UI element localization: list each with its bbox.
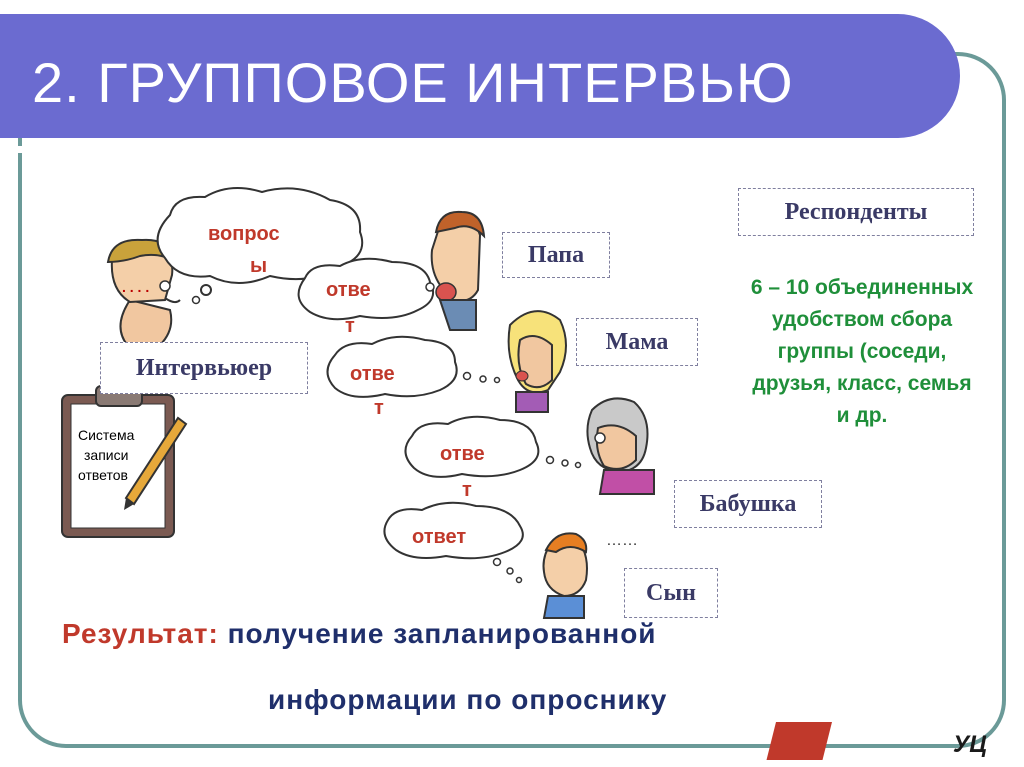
interviewer-figure: . . . . — [106, 238, 181, 380]
answer-bubble-babushka: отве т — [404, 415, 582, 501]
title-underline — [0, 146, 906, 153]
mama-figure — [507, 310, 567, 413]
answer2-line1: отве — [350, 363, 395, 385]
answer3-line2: т — [462, 479, 472, 501]
answer2-line2: т — [374, 397, 384, 419]
respondent-syn-label: Сын — [624, 568, 718, 618]
description-line3: группы (соседи, — [777, 340, 947, 363]
result-line1: Результат: получение запланированной — [62, 618, 657, 650]
answer-bubble-mama: отве т — [326, 335, 501, 419]
interviewer-label: Интервьюер — [100, 342, 308, 394]
result-text-line2: информации по опроснику — [268, 684, 668, 715]
babushka-figure — [586, 397, 655, 495]
description-line2: удобством сбора — [771, 308, 953, 331]
logo: УЦ — [766, 722, 987, 760]
answer1-line2: т — [345, 315, 355, 337]
question-word-line1: вопрос — [208, 223, 280, 245]
svg-text:УЦ: УЦ — [953, 731, 987, 758]
clipboard: Система записи ответов — [61, 385, 188, 538]
slide-title: 2. ГРУППОВОЕ ИНТЕРВЬЮ — [32, 51, 794, 114]
description-line1: 6 – 10 объединенных — [750, 276, 974, 299]
answer-bubble-papa: отве т — [297, 257, 435, 337]
clipboard-line3: ответов — [78, 467, 128, 483]
clipboard-line1: Система — [78, 427, 135, 443]
papa-figure — [430, 210, 486, 331]
syn-figure — [542, 532, 588, 619]
answer4-text: ответ — [412, 526, 466, 548]
svg-text:. . . .: . . . . — [122, 279, 149, 295]
ellipsis-text: …… — [606, 532, 638, 549]
question-word-line2: ы — [250, 255, 267, 277]
answer3-line1: отве — [440, 443, 485, 465]
description-line5: и др. — [836, 404, 888, 427]
answer1-line1: отве — [326, 279, 371, 301]
respondents-label: Респонденты — [738, 188, 974, 236]
answer-bubble-syn: ответ — [383, 501, 524, 584]
title-bar: 2. ГРУППОВОЕ ИНТЕРВЬЮ — [0, 14, 960, 153]
respondent-papa-label: Папа — [502, 232, 610, 278]
description-line4: друзья, класс, семья — [752, 372, 972, 395]
clipboard-line2: записи — [84, 447, 128, 463]
result-text-line1: получение запланированной — [227, 618, 657, 649]
result-label: Результат: — [62, 618, 219, 649]
respondent-babushka-label: Бабушка — [674, 480, 822, 528]
respondents-description: 6 – 10 объединенных удобством сбора груп… — [714, 272, 1010, 432]
question-bubble: вопрос ы — [156, 187, 364, 305]
respondent-mama-label: Мама — [576, 318, 698, 366]
slide-frame — [18, 52, 1006, 748]
